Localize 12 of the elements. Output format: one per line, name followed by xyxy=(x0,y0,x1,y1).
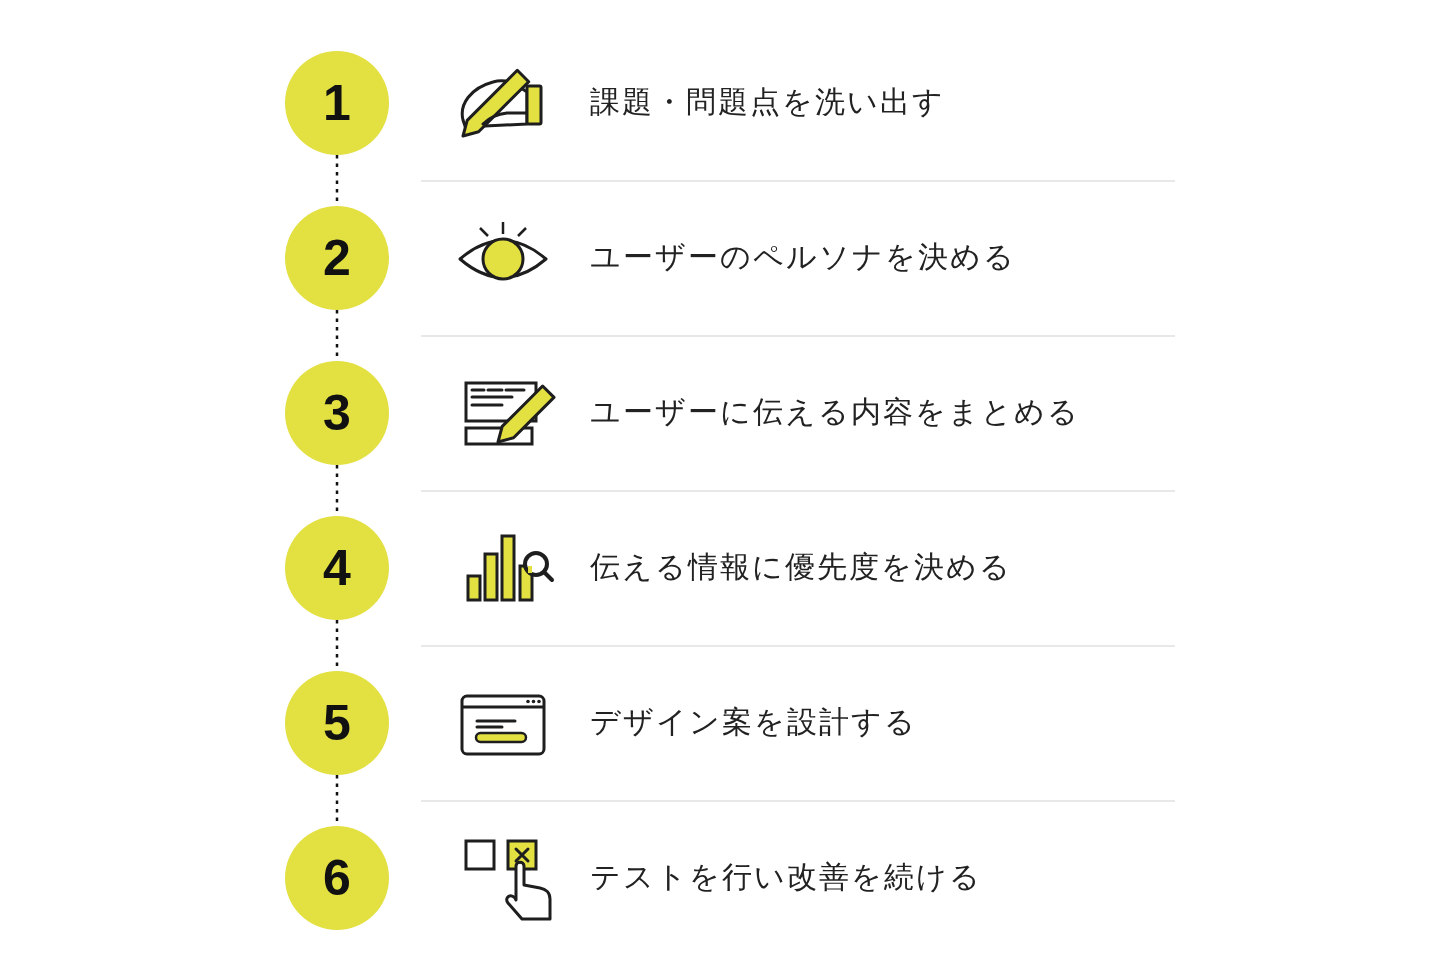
step-text: ユーザーに伝える内容をまとめる xyxy=(590,394,1080,430)
step-text: テストを行い改善を続ける xyxy=(590,859,982,895)
step-number-circle: 2 xyxy=(285,206,389,310)
step-text: デザイン案を設計する xyxy=(590,704,917,740)
step-number-circle: 5 xyxy=(285,671,389,775)
step-text: 伝える情報に優先度を決める xyxy=(590,549,1012,585)
step-number-circle: 6 xyxy=(285,826,389,930)
step-number-circle: 1 xyxy=(285,51,389,155)
step-text: 課題・問題点を洗い出す xyxy=(590,84,945,120)
step-number-circle: 4 xyxy=(285,516,389,620)
step-text: ユーザーのペルソナを決める xyxy=(590,239,1016,275)
step-number-circle: 3 xyxy=(285,361,389,465)
